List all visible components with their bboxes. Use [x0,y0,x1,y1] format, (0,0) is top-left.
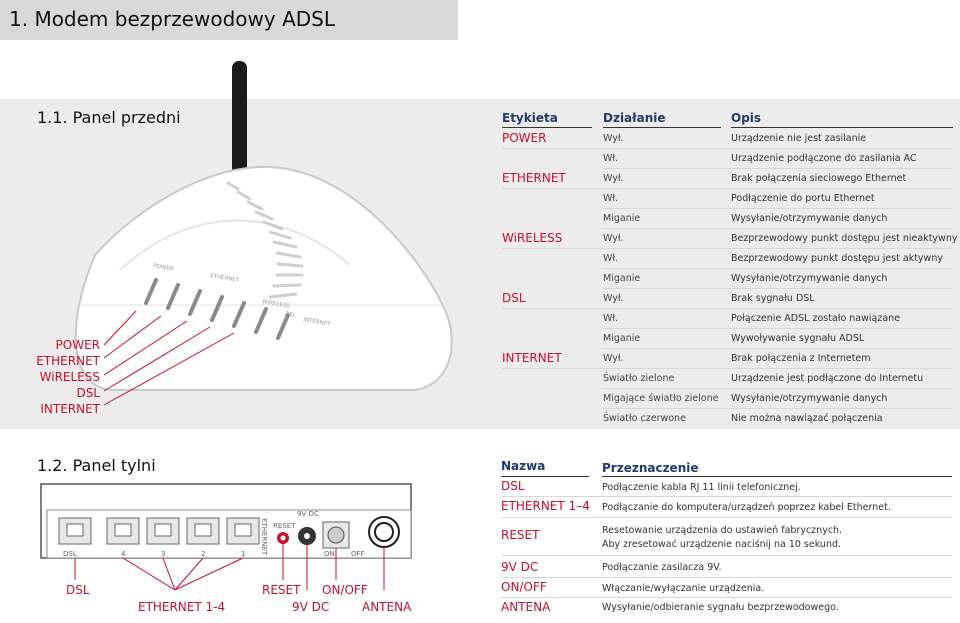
back-print-port1: 1 [241,550,245,558]
router-back-illustration: DSL 4 3 2 1 ETHERNET RESET 9V DC ON OFF [40,483,412,590]
front-label-ethernet: ETHERNET [36,354,100,368]
front-row-desc: Brak połączenia z Internetem [731,353,871,364]
front-row-desc: Podłączenie do portu Ethernet [731,193,875,204]
back-row-label: ETHERNET 1–4 [501,499,590,513]
front-panel-heading: 1.1. Panel przedni [37,108,181,127]
front-row-desc: Bezprzewodowy punkt dostępu jest nieakty… [731,233,958,244]
front-label-wireless: WiRELESS [39,370,100,384]
back-print-port2: 2 [201,550,205,558]
back-header-rule-2 [602,476,952,477]
front-row-desc: Urządzenie podłączone do zasilania AC [731,153,917,164]
front-row-label: WiRELESS [502,231,563,245]
back-row-desc: Aby zresetować urządzenie naciśnij na 10… [602,539,842,550]
front-row-action: Wył. [603,233,624,244]
page-title: 1. Modem bezprzewodowy ADSL [9,7,335,31]
router-front-illustration: POWER ETHERNET WIRELESS DSL INTERNET [74,61,453,406]
front-row-action: Migające światło zielone [603,393,719,404]
front-row-desc: Bezprzewodowy punkt dostępu jest aktywny [731,253,943,264]
back-col-label: Nazwa [501,459,546,473]
back-row-desc: Podłączanie zasilacza 9V. [602,562,722,573]
back-row-label: RESET [501,528,540,542]
back-print-port3: 3 [161,550,165,558]
back-print-port4: 4 [121,550,126,558]
back-panel-heading: 1.2. Panel tylni [37,456,156,475]
front-row-action: Miganie [603,273,641,284]
back-header-rule-1 [501,476,589,477]
front-row-desc: Wysyłanie/otrzymywanie danych [731,213,888,224]
front-row-action: Światło zielone [603,373,675,384]
back-print-reset: RESET [273,522,296,530]
front-row-action: Wł. [603,313,619,324]
front-row-desc: Wywoływanie sygnału ADSL [731,333,865,344]
front-col-label: Etykieta [502,111,558,125]
back-col-desc: Przeznaczenie [602,461,699,475]
front-row-desc: Wysyłanie/otrzymywanie danych [731,273,888,284]
front-col-action: Działanie [603,111,666,125]
back-row-desc: Resetowanie urządzenia do ustawień fabry… [602,525,843,536]
front-row-action: Wył. [603,353,624,364]
front-row-action: Wł. [603,253,619,264]
front-header-rule-3 [731,127,953,128]
front-row-label: INTERNET [502,351,562,365]
front-label-dsl: DSL [76,386,100,400]
front-print-dsl: DSL [285,311,298,319]
back-row-label: ON/OFF [501,580,547,594]
front-label-power: POWER [55,338,100,352]
back-row-label: DSL [501,479,525,493]
front-row-label: ETHERNET [502,171,566,185]
front-row-desc: Brak połączenia sieciowego Ethernet [731,173,907,184]
front-row-action: Wył. [603,133,624,144]
back-row-desc: Włączanie/wyłączanie urządzenia. [602,583,765,594]
front-row-action: Wył. [603,173,624,184]
front-row-label: DSL [502,291,526,305]
front-row-label: POWER [502,131,547,145]
front-row-desc: Wysyłanie/otrzymywanie danych [731,393,888,404]
front-row-action: Miganie [603,333,641,344]
front-print-internet: INTERNET [303,317,332,328]
back-print-off: OFF [351,550,365,558]
back-label-ethernet: ETHERNET 1-4 [138,600,226,614]
back-row-desc: Wysyłanie/odbieranie sygnału bezprzewodo… [602,602,839,613]
back-label-dsl: DSL [66,583,90,597]
back-label-onoff: ON/OFF [322,583,368,597]
back-row-desc: Podłączanie do komputera/urządzeń poprze… [602,502,891,513]
front-row-desc: Połączenie ADSL zostało nawiązane [731,313,901,324]
back-label-reset: RESET [262,583,301,597]
back-row-label: ANTENA [501,600,551,614]
front-row-desc: Brak sygnału DSL [731,293,815,304]
front-row-desc: Urządzenie nie jest zasilanie [731,133,867,144]
back-row-desc: Podłączenie kabla RJ 11 linii telefonicz… [602,482,801,493]
page-title-bar: 1. Modem bezprzewodowy ADSL [0,0,458,40]
front-row-desc: Urządzenie jest podłączone do Internetu [731,373,924,384]
front-row-action: Światło czerwone [603,413,686,424]
front-row-desc: Nie można nawiązać połączenia [731,413,883,424]
front-row-action: Wł. [603,193,619,204]
back-print-dsl: DSL [63,550,77,558]
back-print-ethernet-vertical: ETHERNET [260,518,268,556]
front-row-action: Wył. [603,293,624,304]
front-header-rule-2 [603,127,721,128]
back-label-dc: 9V DC [292,600,330,614]
front-print-ethernet: ETHERNET [210,273,240,284]
front-label-internet: INTERNET [40,402,100,416]
front-print-wireless: WIRELESS [262,299,291,310]
back-row-label: 9V DC [501,560,539,574]
front-header-rule-1 [502,127,592,128]
front-col-desc: Opis [731,111,762,125]
back-print-on: ON [324,550,335,558]
front-print-power: POWER [153,263,174,272]
back-label-antena: ANTENA [362,600,412,614]
back-print-dc: 9V DC [297,510,319,518]
front-row-action: Miganie [603,213,641,224]
front-row-action: Wł. [603,153,619,164]
